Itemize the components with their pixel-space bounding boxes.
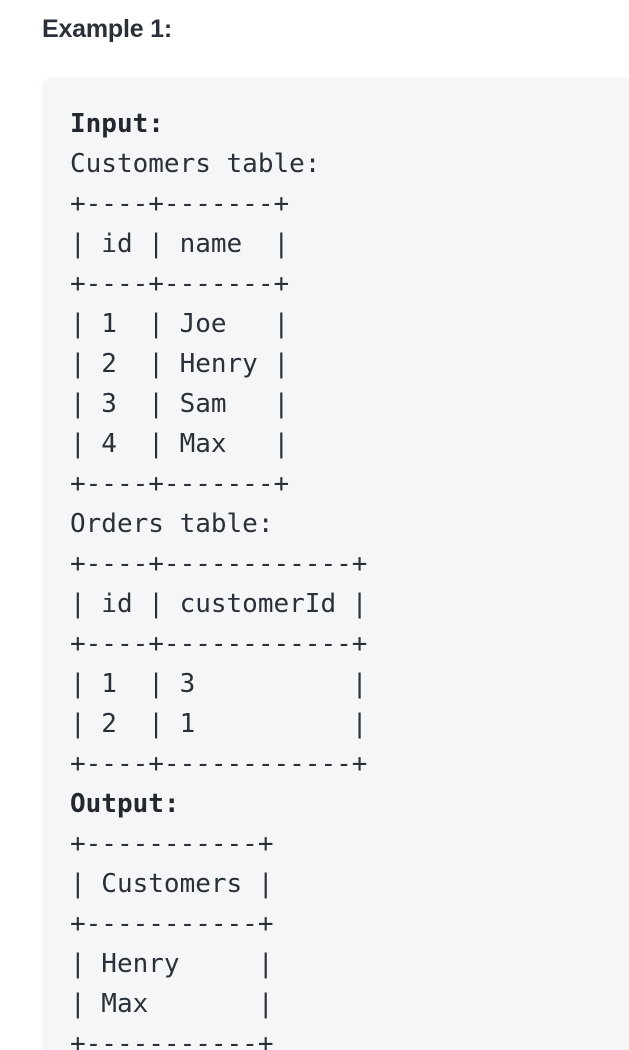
code-line: +-----------+ [70, 909, 274, 939]
code-line: Orders table: [70, 509, 274, 539]
code-line: | Henry | [70, 949, 274, 979]
code-line: | Customers | [70, 869, 274, 899]
code-line: | 3 | Sam | [70, 389, 290, 419]
code-content: Input: Customers table: +----+-------+ | id… [70, 104, 629, 1050]
code-line: +-----------+ [70, 829, 274, 859]
page-title: Example 1: [42, 15, 173, 43]
code-line: | 4 | Max | [70, 429, 290, 459]
code-line: | 2 | 1 | [70, 709, 368, 739]
code-line: | 1 | Joe | [70, 309, 290, 339]
code-line: | 2 | Henry | [70, 349, 290, 379]
code-line: | id | name | [70, 229, 290, 259]
code-line: Customers table: [70, 149, 321, 179]
code-line: +----+-------+ [70, 189, 290, 219]
code-line: +----+-------+ [70, 469, 290, 499]
code-section-label: Output: [70, 789, 180, 819]
code-line: | id | customerId | [70, 589, 368, 619]
code-section-label: Input: [70, 109, 164, 139]
code-line: +-----------+ [70, 1029, 274, 1050]
code-line: +----+------------+ [70, 749, 368, 779]
code-line: +----+------------+ [70, 629, 368, 659]
code-line: +----+------------+ [70, 549, 368, 579]
example-code-block: Input: Customers table: +----+-------+ | id… [42, 78, 629, 1050]
code-line: | Max | [70, 989, 274, 1019]
code-line: | 1 | 3 | [70, 669, 368, 699]
code-line: +----+-------+ [70, 269, 290, 299]
